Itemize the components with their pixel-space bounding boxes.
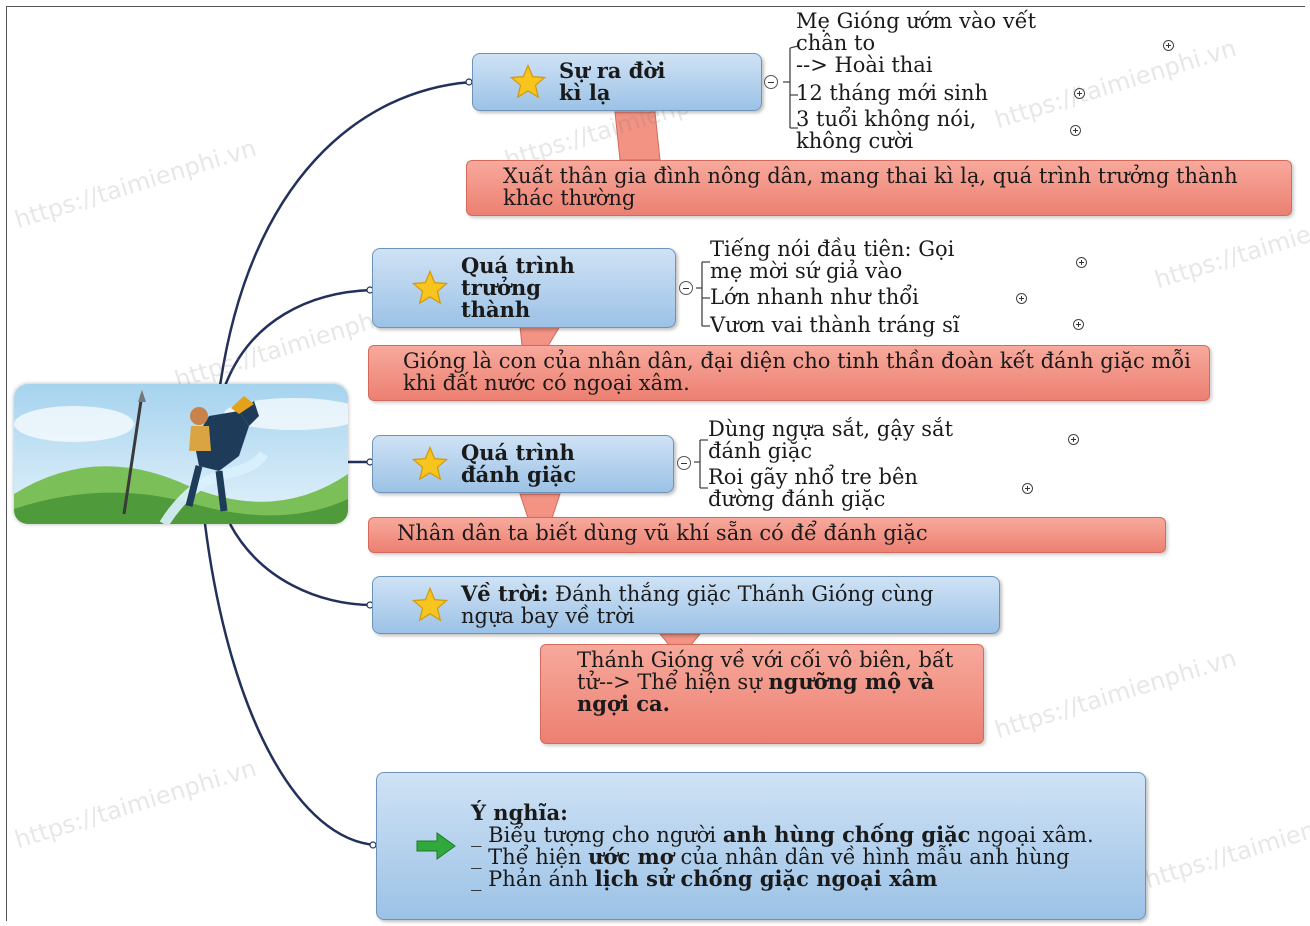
branch-node-growth[interactable]: Quá trình trưởng thành bbox=[372, 248, 676, 328]
star-icon bbox=[411, 269, 449, 305]
expand-icon[interactable] bbox=[1163, 40, 1174, 51]
expand-icon[interactable] bbox=[1068, 434, 1079, 445]
collapse-toggle-icon[interactable] bbox=[764, 75, 778, 89]
star-icon bbox=[411, 586, 449, 622]
star-icon bbox=[411, 445, 449, 481]
callout-wedge-1 bbox=[614, 111, 661, 161]
callout-note: Xuất thân gia đình nông dân, mang thai k… bbox=[466, 160, 1292, 216]
note-emphasis: ngưỡng mộ và ngợi ca. bbox=[577, 669, 935, 716]
thanh-giong-illustration bbox=[14, 384, 348, 524]
leaf-text: Tiếng nói đầu tiên: Gọi mẹ mời sứ giả và… bbox=[710, 237, 955, 283]
leaf-text: Roi gãy nhổ tre bên đường đánh giặc bbox=[708, 465, 918, 511]
leaf-text: 12 tháng mới sinh bbox=[796, 81, 989, 105]
branch-title: Về trời: bbox=[461, 581, 549, 606]
callout-note: Thánh Gióng về với cối vô biên, bất tử--… bbox=[540, 644, 984, 744]
meaning-line: ngoại xâm. bbox=[970, 823, 1094, 847]
expand-icon[interactable] bbox=[1074, 88, 1085, 99]
arrow-right-icon bbox=[416, 832, 456, 860]
leaf-text: Lớn nhanh như thổi bbox=[710, 285, 919, 309]
connector-branch-4 bbox=[228, 523, 373, 607]
expand-icon[interactable] bbox=[1076, 257, 1087, 268]
connector-branch-5 bbox=[203, 523, 377, 847]
branch-node-battle[interactable]: Quá trình đánh giặc bbox=[372, 435, 674, 493]
meaning-emphasis: ước mơ bbox=[588, 844, 674, 869]
callout-note: Nhân dân ta biết dùng vũ khí sẵn có để đ… bbox=[368, 517, 1166, 553]
star-icon bbox=[509, 63, 547, 99]
branch-node-origin[interactable]: Sự ra đời kì lạ bbox=[472, 53, 762, 111]
canvas-frame bbox=[6, 6, 1305, 921]
meaning-line: _ Thể hiện bbox=[471, 845, 589, 869]
branch-node-meaning[interactable]: Ý nghĩa: _ Biểu tượng cho người anh hùng… bbox=[376, 772, 1146, 920]
branch-node-ascension[interactable]: Về trời: Đánh thắng giặc Thánh Gióng cùn… bbox=[372, 576, 1000, 634]
connector-branch-1 bbox=[218, 80, 473, 387]
meaning-heading: Ý nghĩa: bbox=[471, 800, 568, 825]
branch-title: Quá trình đánh giặc bbox=[461, 440, 577, 487]
branch-title: Quá trình trưởng thành bbox=[461, 253, 575, 322]
meaning-line: _ Biểu tượng cho người bbox=[471, 823, 723, 847]
note-text: Thánh Gióng về với cối vô biên, bất tử--… bbox=[577, 648, 954, 694]
leaf-text: Dùng ngựa sắt, gậy sắt đánh giặc bbox=[708, 417, 954, 463]
leaf-text: Vươn vai thành tráng sĩ bbox=[710, 313, 960, 337]
connector-branch-2 bbox=[223, 288, 373, 387]
branch-text: Đánh thắng giặc Thánh Gióng cùng ngựa ba… bbox=[461, 582, 934, 628]
meaning-line: _ Phản ánh bbox=[471, 867, 595, 891]
meaning-emphasis: lịch sử chống giặc ngoại xâm bbox=[594, 866, 938, 891]
expand-icon[interactable] bbox=[1016, 293, 1027, 304]
meaning-emphasis: anh hùng chống giặc bbox=[722, 822, 971, 847]
expand-icon[interactable] bbox=[1022, 483, 1033, 494]
collapse-toggle-icon[interactable] bbox=[679, 281, 693, 295]
expand-icon[interactable] bbox=[1073, 319, 1084, 330]
expand-icon[interactable] bbox=[1070, 125, 1081, 136]
callout-wedge-3 bbox=[519, 493, 561, 519]
leaf-text: 3 tuổi không nói, không cười bbox=[796, 107, 977, 153]
leaf-text: Mẹ Gióng ướm vào vết chân to --> Hoài th… bbox=[796, 9, 1037, 77]
callout-note: Gióng là con của nhân dân, đại diện cho … bbox=[368, 345, 1210, 401]
collapse-toggle-icon[interactable] bbox=[677, 456, 691, 470]
callout-wedge-2 bbox=[519, 325, 561, 347]
meaning-line: của nhân dân về hình mẫu anh hùng bbox=[673, 845, 1070, 869]
branch-title: Sự ra đời kì lạ bbox=[559, 58, 666, 105]
